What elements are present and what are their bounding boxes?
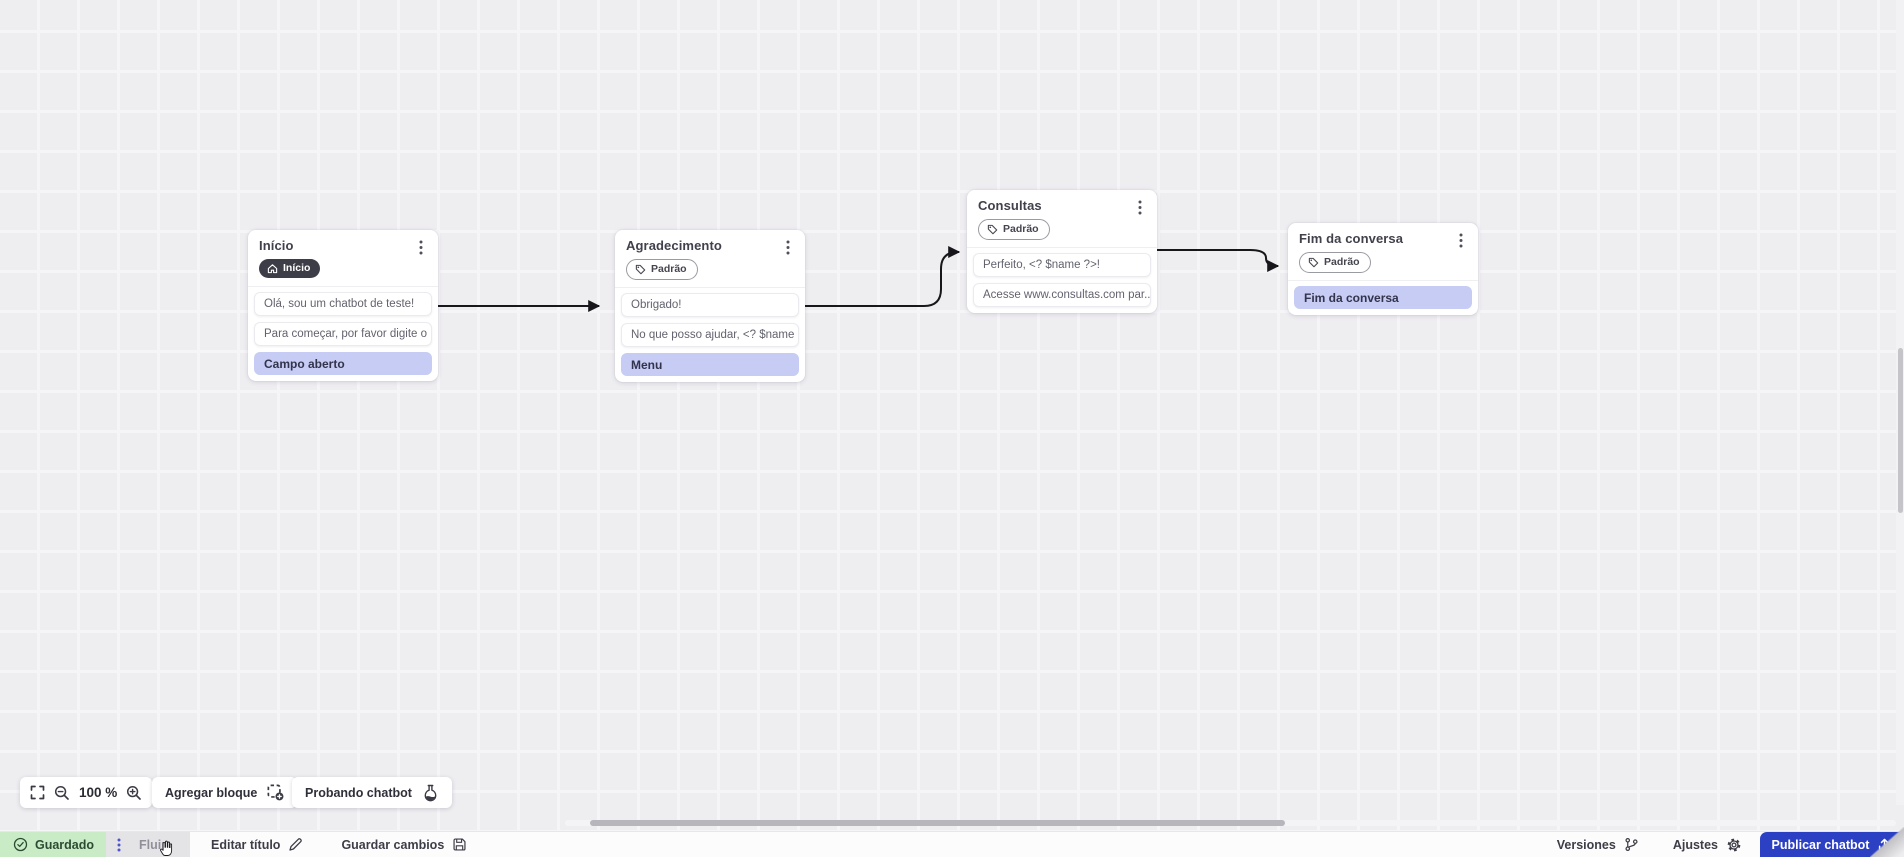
node-header: Fim da conversa Padrão: [1288, 223, 1478, 280]
add-block-button[interactable]: Agregar bloque: [152, 777, 298, 808]
connector-arrows: [438, 246, 1280, 312]
settings-label: Ajustes: [1672, 837, 1718, 852]
zoom-out-button[interactable]: [54, 785, 70, 801]
kebab-icon: [419, 240, 423, 254]
node-menu-button[interactable]: [1453, 232, 1469, 248]
settings-button[interactable]: Ajustes: [1673, 832, 1742, 857]
git-branch-icon: [1625, 837, 1638, 852]
publish-label: Publicar chatbot: [1771, 837, 1870, 852]
home-icon: [267, 263, 278, 273]
node-header: Consultas Padrão: [967, 190, 1157, 247]
badge-label: Padrão: [1324, 256, 1360, 268]
open-field-card[interactable]: Campo aberto: [254, 351, 432, 375]
tab-fluir[interactable]: Fluir: [106, 832, 190, 857]
kebab-icon: [786, 240, 790, 254]
node-fim-da-conversa[interactable]: Fim da conversa Padrão Fim da conversa: [1288, 223, 1478, 315]
add-block-icon: [267, 784, 284, 801]
zoom-controls: 100 %: [20, 777, 153, 808]
node-title: Consultas: [978, 198, 1042, 213]
save-changes-label: Guardar cambios: [341, 837, 445, 852]
tag-icon: [1308, 257, 1319, 267]
flow-tab-label: Fluir: [139, 837, 167, 852]
node-inicio[interactable]: Início Início Olá, sou um chatbot de tes…: [248, 230, 438, 381]
message-card[interactable]: Acesse www.consultas.com par...: [973, 283, 1151, 307]
message-card[interactable]: Obrigado!: [621, 293, 799, 317]
node-header: Início Início: [248, 230, 438, 286]
add-block-label: Agregar bloque: [165, 785, 258, 800]
kebab-icon: [1459, 233, 1463, 247]
message-card[interactable]: No que posso ajudar, <? $name ...: [621, 323, 799, 347]
publish-chatbot-button[interactable]: Publicar chatbot: [1760, 832, 1904, 857]
zoom-in-icon: [127, 785, 142, 800]
test-chatbot-label: Probando chatbot: [305, 785, 412, 800]
message-card[interactable]: Olá, sou um chatbot de teste!: [254, 291, 432, 316]
message-card[interactable]: Para começar, por favor digite o ...: [254, 321, 432, 346]
badge-label: Padrão: [651, 263, 687, 275]
kebab-icon: [1138, 200, 1142, 214]
node-header: Agradecimento Padrão: [615, 230, 805, 287]
drag-dots-icon: [117, 838, 121, 851]
zoom-level: 100 %: [79, 785, 118, 800]
fullscreen-icon: [30, 785, 45, 800]
node-title: Início: [259, 238, 294, 253]
node-menu-button[interactable]: [1132, 199, 1148, 215]
test-chatbot-button[interactable]: Probando chatbot: [292, 777, 452, 808]
horizontal-scrollbar-thumb[interactable]: [590, 820, 1285, 826]
check-circle-icon: [13, 837, 28, 852]
flask-icon: [422, 784, 439, 802]
node-body: Olá, sou um chatbot de teste! Para começ…: [248, 287, 438, 381]
flow-canvas[interactable]: Início Início Olá, sou um chatbot de tes…: [0, 0, 1904, 831]
node-body: Fim da conversa: [1288, 281, 1478, 315]
saved-label: Guardado: [35, 837, 95, 852]
gear-icon: [1727, 838, 1741, 851]
tag-icon: [635, 264, 646, 274]
edit-title-button[interactable]: Editar título: [211, 832, 303, 857]
node-title: Fim da conversa: [1299, 231, 1404, 246]
versions-label: Versiones: [1556, 837, 1616, 852]
node-menu-button[interactable]: [413, 239, 429, 255]
tag-icon: [987, 224, 998, 234]
zoom-in-button[interactable]: [126, 785, 142, 801]
node-type-badge: Padrão: [978, 219, 1050, 240]
versions-button[interactable]: Versiones: [1557, 832, 1639, 857]
upload-icon: [1879, 838, 1891, 851]
edit-title-label: Editar título: [211, 837, 281, 852]
divider: [1288, 280, 1478, 281]
saved-status-badge: Guardado: [0, 832, 106, 857]
menu-card[interactable]: Menu: [621, 353, 799, 376]
node-type-badge: Padrão: [626, 259, 698, 280]
node-type-badge: Padrão: [1299, 252, 1371, 273]
edge-agradecimento-consultas: [780, 246, 961, 307]
vertical-scrollbar-thumb[interactable]: [1897, 348, 1903, 513]
save-changes-button[interactable]: Guardar cambios: [341, 832, 467, 857]
node-title: Agradecimento: [626, 238, 722, 253]
divider: [248, 285, 438, 287]
node-menu-button[interactable]: [780, 239, 796, 255]
node-type-badge: Início: [259, 259, 321, 278]
zoom-out-icon: [54, 785, 69, 800]
bottom-status-bar: Guardado Fluir Editar título Guardar cam…: [0, 831, 1904, 857]
horizontal-scrollbar-track[interactable]: [565, 820, 1896, 826]
vertical-scrollbar-track[interactable]: [1896, 0, 1904, 805]
divider: [615, 287, 805, 288]
node-body: Perfeito, <? $name ?>! Acesse www.consul…: [967, 248, 1157, 313]
edge-consultas-fim: [1157, 249, 1280, 272]
badge-label: Padrão: [1003, 223, 1039, 235]
message-card[interactable]: Perfeito, <? $name ?>!: [973, 253, 1151, 277]
node-body: Obrigado! No que posso ajudar, <? $name …: [615, 288, 805, 382]
divider: [967, 247, 1157, 248]
end-conversation-card[interactable]: Fim da conversa: [1294, 286, 1472, 309]
node-agradecimento[interactable]: Agradecimento Padrão Obrigado! No que po…: [615, 230, 805, 382]
fullscreen-button[interactable]: [30, 785, 45, 800]
save-icon: [453, 838, 466, 851]
node-consultas[interactable]: Consultas Padrão Perfeito, <? $name ?>! …: [967, 190, 1157, 313]
pencil-icon: [289, 838, 303, 851]
badge-label: Início: [283, 262, 311, 274]
